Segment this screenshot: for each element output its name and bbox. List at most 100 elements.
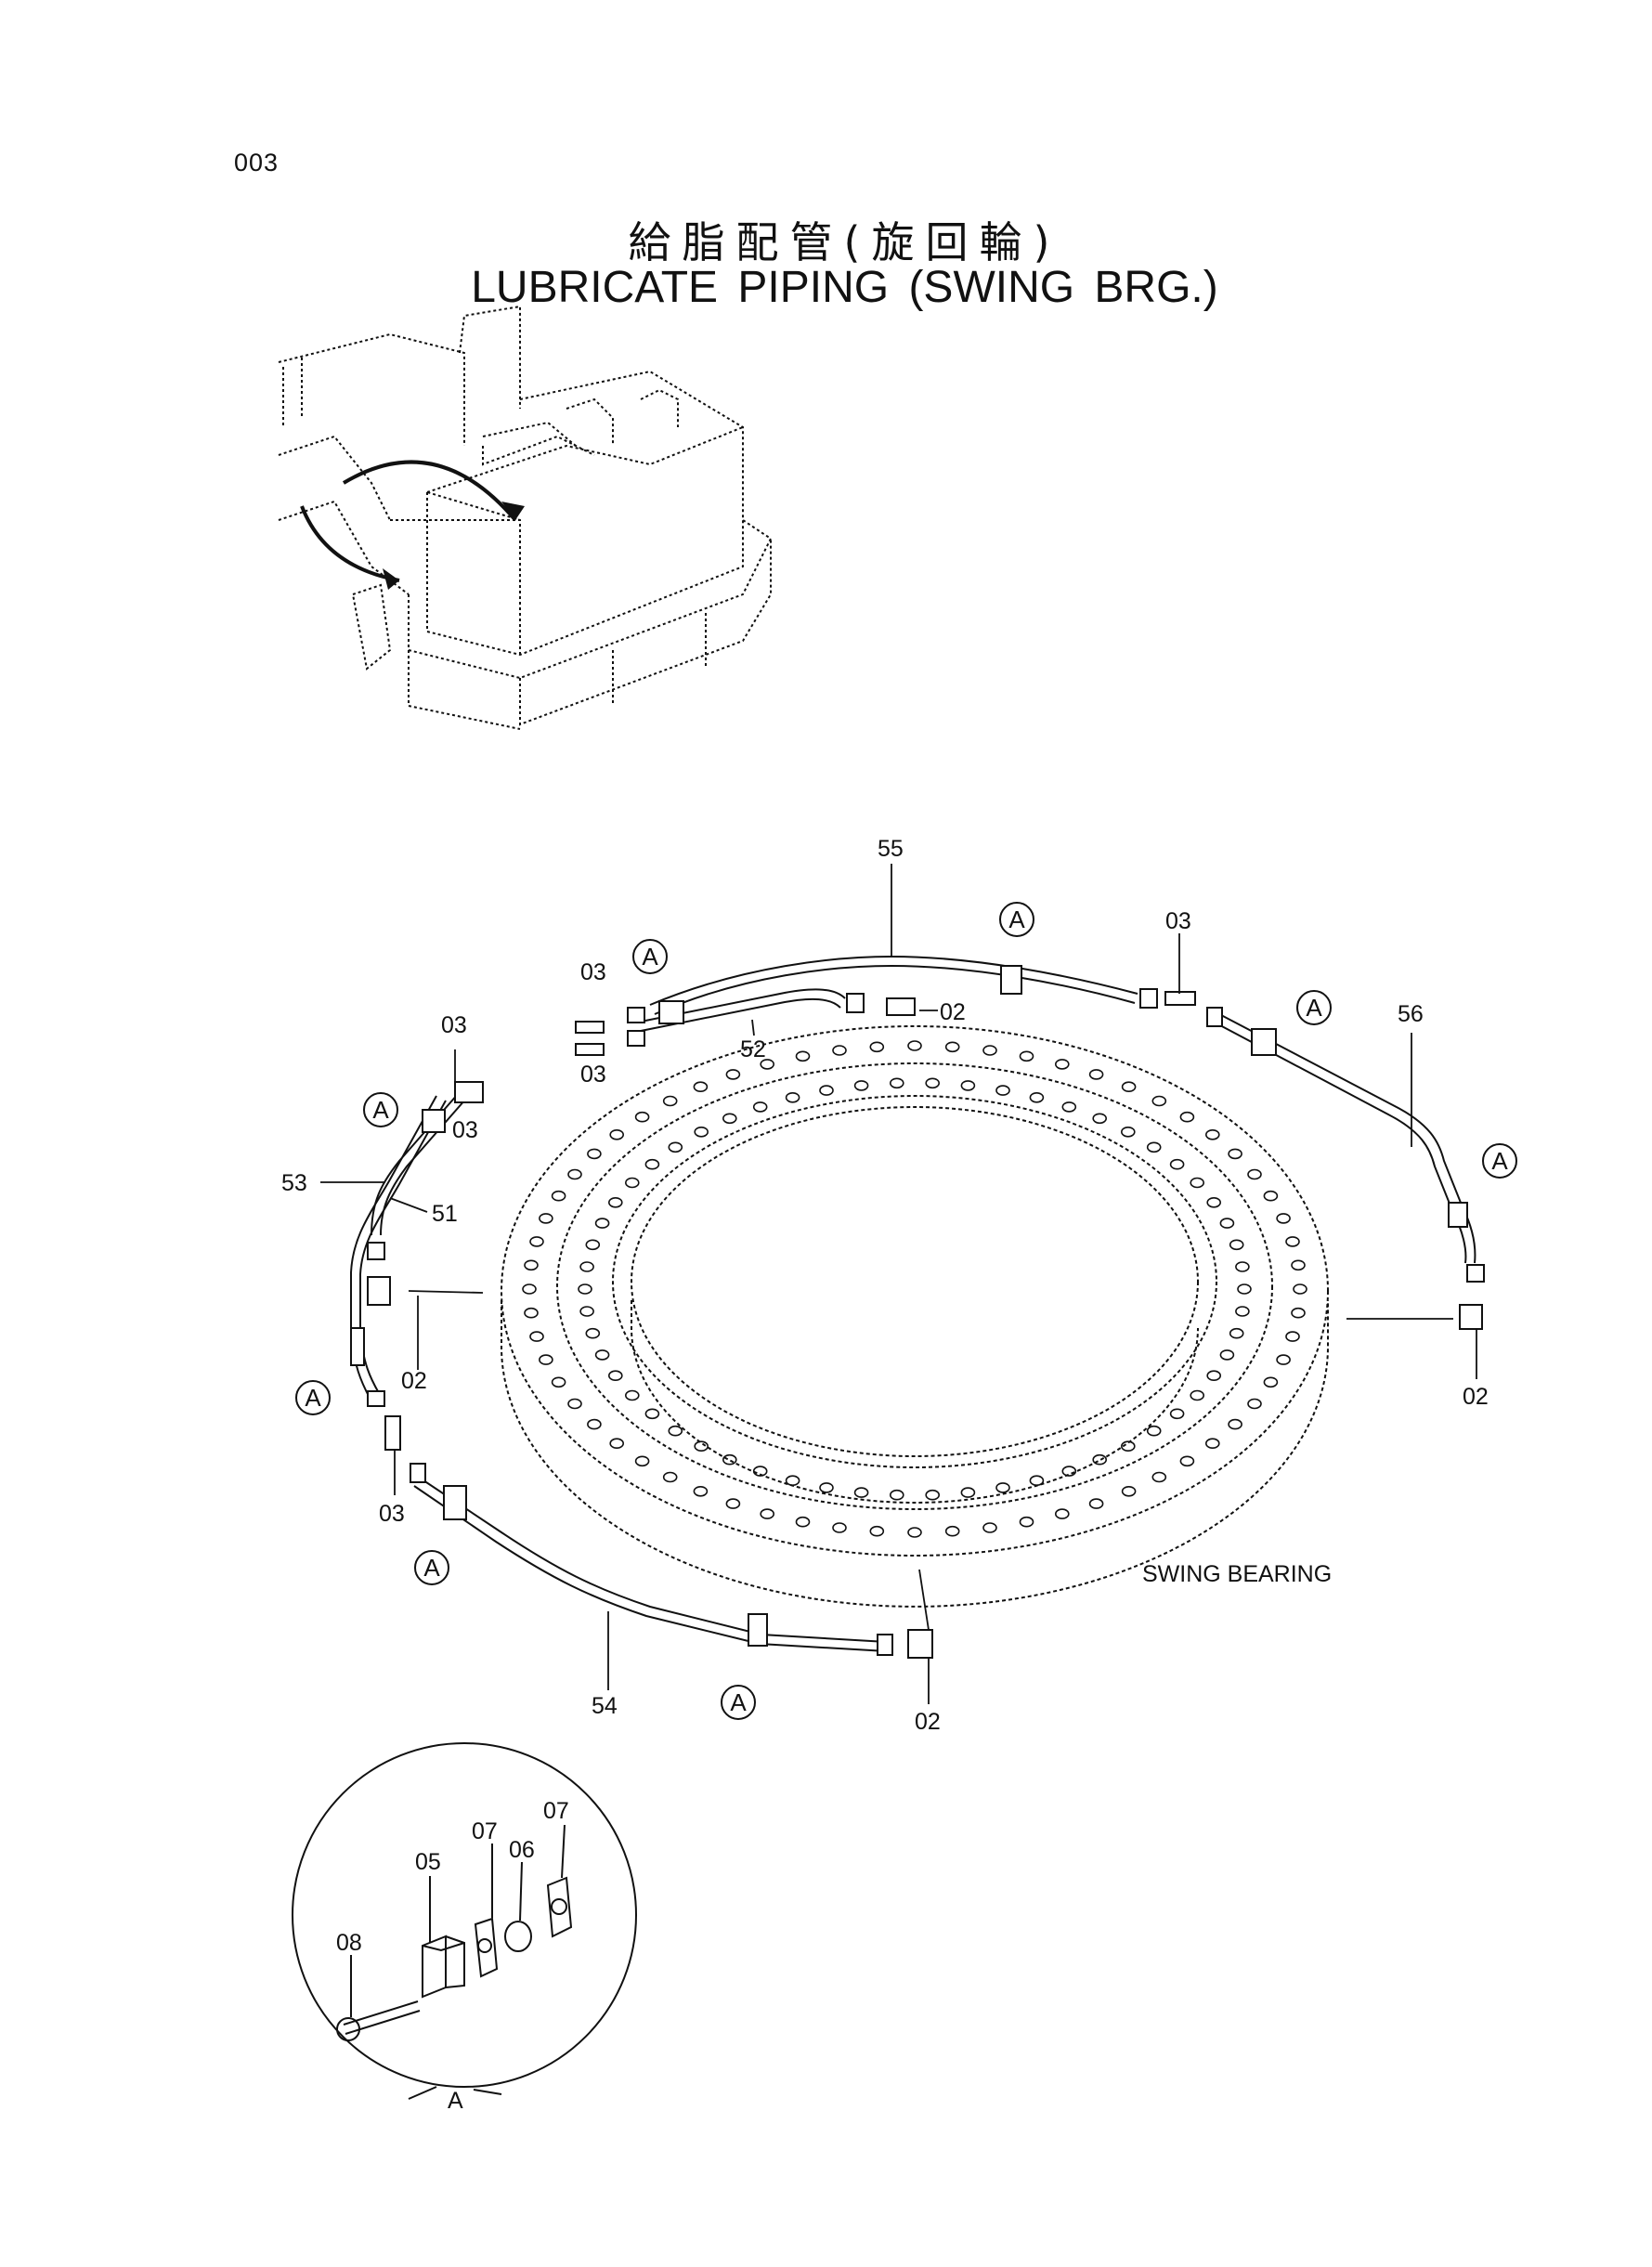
- bolt-hole: [539, 1354, 553, 1365]
- bolt-hole: [907, 1527, 922, 1538]
- bolt-hole: [1019, 1050, 1034, 1062]
- bolt-hole: [725, 1498, 741, 1509]
- bolt-hole: [752, 1466, 768, 1477]
- bolt-hole: [1121, 1127, 1136, 1138]
- bolt-hole: [1205, 1129, 1220, 1140]
- callout-a-circle: [414, 1550, 449, 1585]
- part-label-07-right: 07: [543, 1798, 569, 1824]
- bolt-hole: [1247, 1168, 1262, 1180]
- location-sketch: [278, 305, 773, 730]
- callout-a-circle: [632, 939, 668, 974]
- bolt-hole: [1229, 1327, 1244, 1339]
- title-japanese: 給脂配管(旋回輪): [628, 217, 1061, 267]
- bolt-hole: [995, 1085, 1010, 1096]
- bolt-hole: [644, 1158, 660, 1170]
- part-label-07-left: 07: [472, 1818, 498, 1844]
- bolt-hole: [624, 1389, 640, 1401]
- fittings: [350, 965, 1485, 1659]
- bolt-hole: [760, 1059, 775, 1070]
- bolt-hole: [907, 1040, 922, 1051]
- callout-a-circle: [363, 1092, 398, 1127]
- bolt-hole: [522, 1283, 537, 1295]
- bolt-hole: [1285, 1331, 1300, 1342]
- bolt-hole: [578, 1283, 592, 1295]
- bolt-hole: [1061, 1466, 1077, 1477]
- bolt-hole: [1121, 1081, 1137, 1092]
- callout-a-letter: A: [1008, 905, 1025, 933]
- bolt-hole: [1055, 1059, 1070, 1070]
- part-label-54: 54: [592, 1693, 618, 1719]
- bolt-hole: [1092, 1453, 1107, 1466]
- bolt-hole: [925, 1489, 941, 1501]
- bolt-hole: [1263, 1376, 1279, 1388]
- bolt-hole: [752, 1101, 768, 1113]
- callout-a-circle: [721, 1685, 756, 1720]
- part-label-52: 52: [740, 1036, 766, 1062]
- part-label-51: 51: [432, 1201, 458, 1227]
- bolt-hole: [529, 1236, 544, 1247]
- bolt-hole: [725, 1069, 741, 1080]
- rotation-arrows: [300, 460, 517, 582]
- title-english: LUBRICATE PIPING (SWING BRG.): [471, 263, 1218, 312]
- bolt-hole: [579, 1306, 594, 1317]
- bolt-hole: [609, 1438, 625, 1449]
- bolt-hole: [832, 1522, 847, 1533]
- bolt-hole: [1029, 1475, 1045, 1486]
- bolt-hole: [1206, 1197, 1221, 1208]
- swing-bearing: [501, 1025, 1329, 1608]
- swing-bearing-label: SWING BEARING: [1142, 1561, 1332, 1587]
- bolt-hole: [594, 1218, 610, 1229]
- bolt-hole: [889, 1489, 904, 1501]
- bolt-hole: [694, 1440, 709, 1452]
- callout-a-circle: [295, 1380, 331, 1415]
- pipe-52: [640, 988, 846, 1032]
- bolt-hole: [1179, 1455, 1195, 1467]
- bolt-hole: [995, 1482, 1010, 1493]
- bolt-hole: [853, 1080, 869, 1091]
- bolt-hole: [1285, 1236, 1300, 1247]
- bolt-hole: [1235, 1261, 1250, 1272]
- bolt-hole: [925, 1077, 941, 1089]
- bolt-hole: [1190, 1389, 1204, 1401]
- callout-a-letter: A: [372, 1096, 389, 1124]
- bolt-hole: [1276, 1213, 1291, 1224]
- callout-a-letter: A: [1306, 994, 1322, 1022]
- bolt-hole: [1151, 1471, 1167, 1483]
- bolt-hole: [1029, 1092, 1045, 1103]
- page-number: 003: [234, 149, 280, 176]
- bolt-hole: [551, 1376, 566, 1388]
- part-label-03-c: 03: [441, 1012, 467, 1038]
- bolt-hole: [1247, 1398, 1262, 1410]
- bolt-hole: [567, 1168, 582, 1180]
- bolt-hole: [668, 1141, 683, 1153]
- bolt-hole: [722, 1453, 737, 1466]
- bolt-hole: [1179, 1111, 1195, 1123]
- bolt-hole: [853, 1487, 869, 1498]
- bolt-hole: [644, 1408, 660, 1420]
- leader-lines: [320, 864, 1477, 1704]
- bolt-hole: [1263, 1190, 1279, 1202]
- bolt-hole: [1092, 1113, 1107, 1125]
- part-label-08: 08: [336, 1930, 362, 1956]
- bolt-hole: [624, 1177, 640, 1189]
- bolt-hole: [1190, 1177, 1204, 1189]
- bolt-hole: [1055, 1508, 1070, 1519]
- part-label-02-right: 02: [1463, 1384, 1489, 1410]
- bolt-hole: [1169, 1408, 1185, 1420]
- bolt-hole: [1206, 1370, 1221, 1381]
- bolt-hole: [585, 1239, 601, 1251]
- bolt-hole: [607, 1197, 623, 1208]
- bolt-hole: [662, 1471, 678, 1483]
- bolt-hole: [819, 1482, 834, 1493]
- pipe-54: [413, 1476, 888, 1652]
- bolt-hole: [693, 1486, 709, 1497]
- bolt-hole: [529, 1331, 544, 1342]
- callout-a-letter: A: [730, 1688, 747, 1716]
- pipe-51: [371, 1086, 473, 1236]
- bolt-hole: [795, 1516, 811, 1528]
- bolt-hole: [1121, 1440, 1136, 1452]
- bolt-hole: [539, 1213, 553, 1224]
- bolt-hole: [1237, 1283, 1252, 1295]
- part-label-55: 55: [878, 836, 904, 862]
